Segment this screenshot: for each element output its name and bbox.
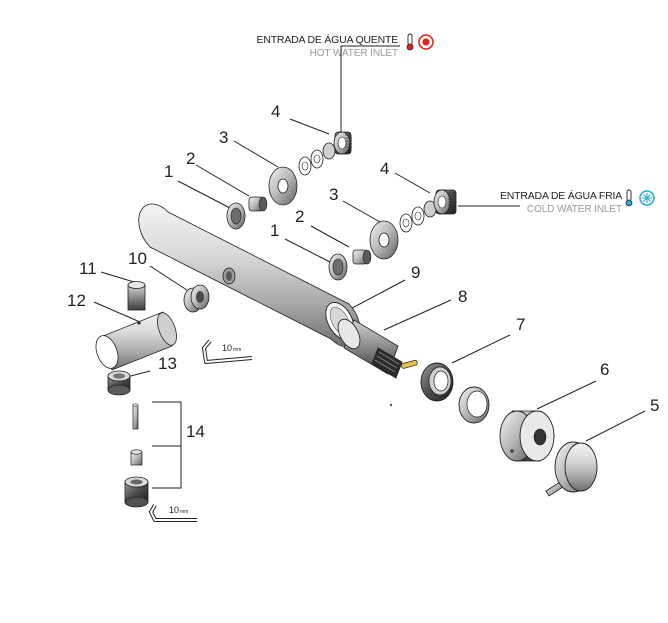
eccentric-fitting-hot	[333, 131, 352, 155]
thermostatic-cartridge	[337, 318, 418, 407]
hot-inlet-label-en: HOT WATER INLET	[310, 48, 398, 59]
cold-water-snowflake-icon	[639, 190, 655, 206]
washers-cold	[399, 200, 437, 233]
callout-13: 13	[158, 354, 177, 373]
callout-8: 8	[458, 287, 467, 306]
hot-inlet-label-pt: ENTRADA DE ÁGUA QUENTE	[257, 33, 399, 46]
thermometer-icon	[406, 33, 414, 51]
set-screw-cap	[127, 281, 146, 311]
hex-key-size-b: 10	[169, 505, 179, 515]
callout-4-hot: 4	[271, 102, 280, 121]
check-valve	[183, 284, 210, 313]
callout-3-hot: 3	[219, 128, 228, 147]
hex-key-size-a: 10	[222, 343, 232, 353]
callout-4-cold: 4	[380, 159, 389, 178]
callout-5: 5	[650, 396, 659, 415]
flange-cold	[369, 220, 399, 260]
callout-1-hot: 1	[164, 162, 173, 181]
hex-key-unit-b: mm	[180, 509, 188, 515]
hot-water-inlet-label: ENTRADA DE ÁGUA QUENTE HOT WATER INLET	[257, 33, 434, 132]
handle-knob	[545, 441, 598, 497]
hot-inlet-parts	[226, 131, 352, 230]
flange-hot	[268, 166, 298, 206]
washers-hot	[298, 142, 336, 176]
aerator-set	[124, 403, 149, 508]
nipple-hot	[248, 196, 268, 212]
cold-inlet-label-en: COLD WATER INLET	[527, 204, 622, 215]
hex-key-icon: 10 mm	[202, 339, 253, 364]
callout-14: 14	[186, 422, 205, 441]
callout-2-cold: 2	[295, 207, 304, 226]
thermometer-icon	[625, 189, 633, 207]
leader-lines	[93, 118, 646, 489]
callout-10: 10	[128, 249, 147, 268]
spout	[95, 311, 177, 371]
aerator-nut	[107, 370, 131, 396]
callout-3-cold: 3	[329, 185, 338, 204]
nipple-cold	[352, 249, 372, 265]
cold-inlet-label-pt: ENTRADA DE ÁGUA FRIA	[500, 189, 622, 202]
cold-inlet-parts	[328, 189, 457, 281]
callout-6: 6	[600, 360, 609, 379]
hex-key-unit-a: mm	[233, 347, 241, 353]
callout-7: 7	[516, 315, 525, 334]
hot-inlet-leader	[340, 45, 400, 132]
callout-11: 11	[79, 259, 97, 278]
mixer-body	[138, 203, 361, 348]
handle-hub	[499, 410, 555, 462]
callout-1-cold: 1	[270, 221, 279, 240]
locking-nut	[420, 362, 454, 402]
callout-2-hot: 2	[186, 149, 195, 168]
eccentric-fitting-cold	[433, 189, 457, 215]
hex-key-icon: 10 mm	[149, 504, 197, 522]
hot-water-icon	[418, 34, 434, 50]
callout-12: 12	[67, 291, 86, 310]
retaining-ring	[458, 386, 490, 424]
cold-water-inlet-label: ENTRADA DE ÁGUA FRIA COLD WATER INLET	[458, 189, 655, 215]
callout-numbers: 4 3 2 1 4 3 2 1 9 8 7 6 5 10 11 12 13 14	[67, 102, 659, 441]
callout-9: 9	[411, 263, 420, 282]
